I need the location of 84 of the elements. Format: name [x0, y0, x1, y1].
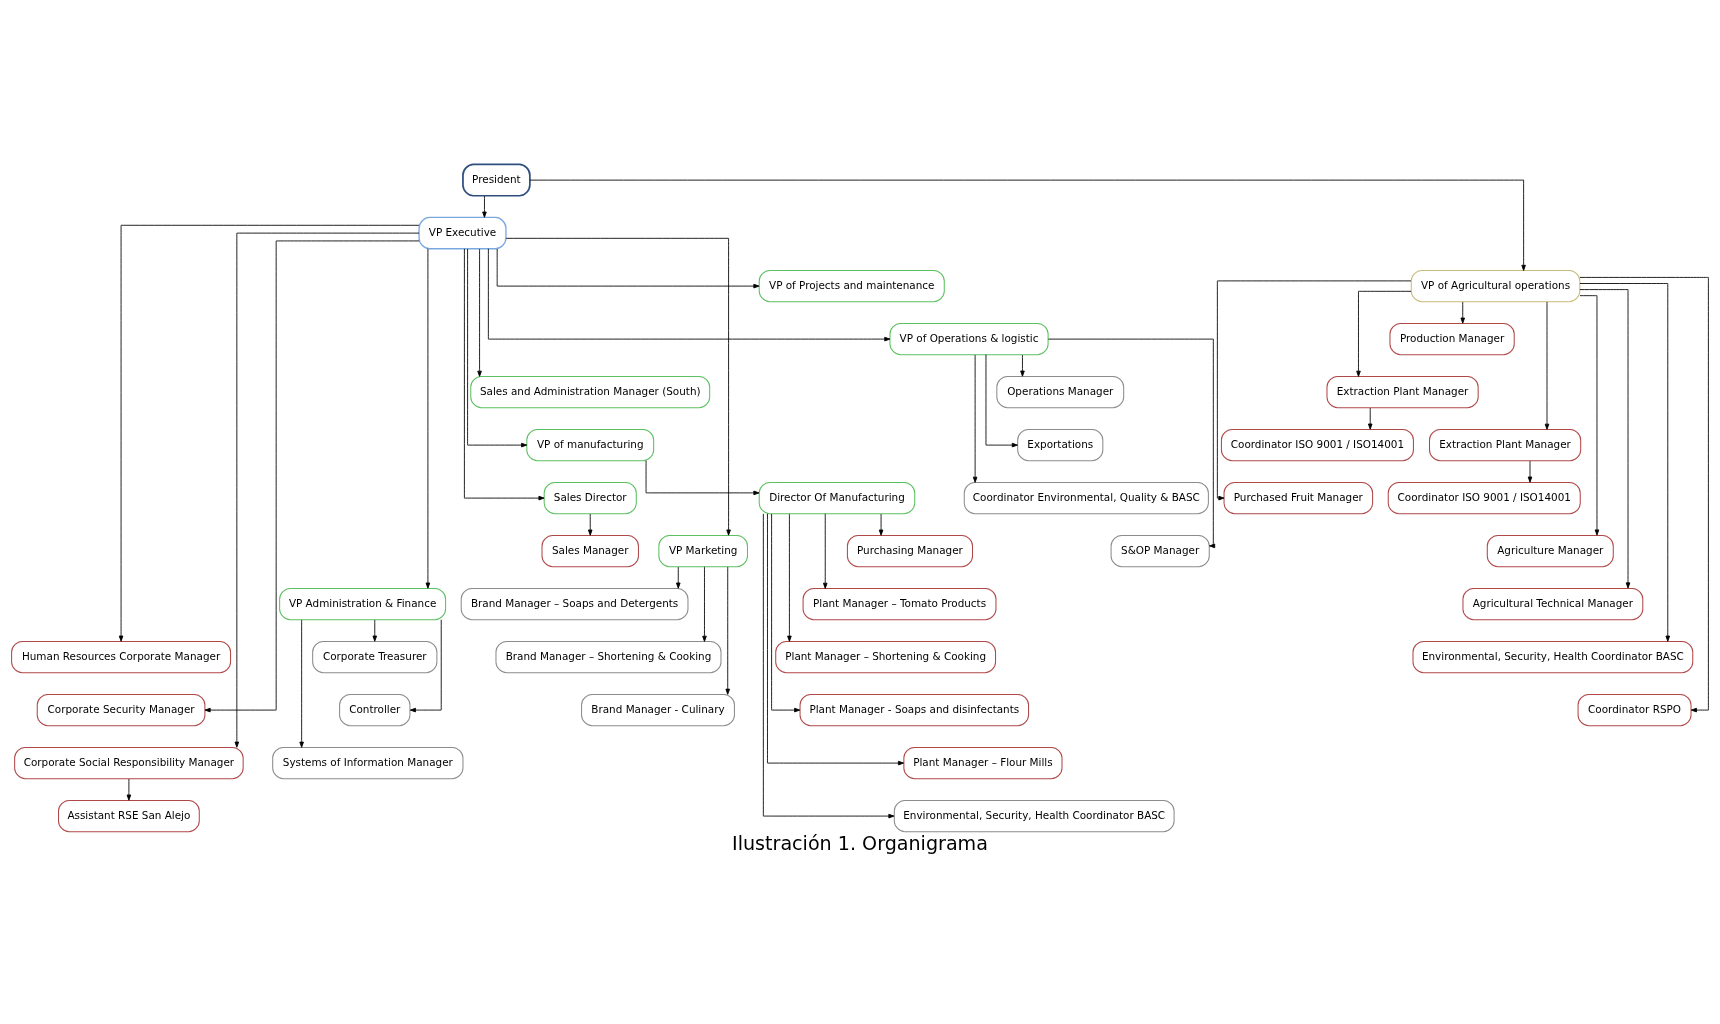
node-box: VP of manufacturing [526, 428, 655, 462]
arrow [972, 354, 978, 483]
arrow [234, 232, 420, 748]
arrow [126, 778, 132, 801]
node-box: Purchased Fruit Manager [1223, 481, 1374, 515]
node-box: VP Executive [418, 216, 507, 250]
arrow [878, 513, 884, 536]
arrow [1460, 301, 1465, 324]
node-box: Environmental, Security, Health Coordinator BASC [1412, 640, 1694, 674]
node-box: Coordinator RSPO [1577, 693, 1692, 727]
arrow [1356, 290, 1412, 377]
node-box: Agriculture Manager [1486, 534, 1614, 568]
arrow [1579, 277, 1709, 713]
arrow [645, 460, 760, 496]
node-box: Coordinator ISO 9001 / ISO14001 [1387, 481, 1581, 515]
arrow [587, 513, 593, 536]
arrow [1047, 338, 1216, 549]
node-box: Corporate Security Manager [36, 693, 206, 727]
arrow [762, 513, 895, 819]
node-box: Brand Manager – Soaps and Detergents [460, 587, 689, 621]
node-box: Human Resources Corporate Manager [11, 640, 232, 674]
node-box: Sales Director [543, 481, 637, 515]
node-box: Extraction Plant Manager [1326, 375, 1479, 409]
node-box: Assistant RSE San Alejo [58, 799, 200, 833]
node-box: Brand Manager - Culinary [581, 693, 735, 727]
node-box: Plant Manager – Tomato Products [802, 587, 997, 621]
arrow [425, 248, 431, 589]
arrow [482, 195, 487, 218]
node-box: VP Administration & Finance [279, 587, 447, 621]
arrow [204, 240, 420, 713]
node-box: Sales and Administration Manager (South) [470, 375, 711, 409]
arrow [299, 619, 304, 748]
node-box: VP of Agricultural operations [1410, 269, 1581, 303]
node-box: Plant Manager – Shortening & Cooking [775, 640, 997, 674]
arrow [676, 566, 681, 589]
arrow [787, 513, 792, 642]
node-box: VP Marketing [658, 534, 748, 568]
arrow [467, 248, 528, 448]
arrow [1544, 301, 1550, 430]
arrow [477, 248, 482, 377]
arrow [487, 248, 891, 342]
arrow [463, 248, 545, 501]
node-box: Plant Manager - Soaps and disinfectants [799, 693, 1030, 727]
arrow [1579, 295, 1600, 536]
arrow [505, 237, 731, 536]
arrow [529, 179, 1526, 271]
node-box: Coordinator ISO 9001 / ISO14001 [1220, 428, 1414, 462]
node-box: Controller [339, 693, 411, 727]
node-box: VP of Operations & logistic [889, 322, 1049, 356]
arrow [725, 566, 730, 695]
node-box: Production Manager [1389, 322, 1515, 356]
arrow [1579, 283, 1671, 642]
arrow [1367, 407, 1373, 430]
node-box: Corporate Treasurer [312, 640, 438, 674]
arrow [409, 619, 442, 713]
node-box: Coordinator Environmental, Quality & BASC [963, 481, 1209, 515]
node-box: Corporate Social Responsibility Manager [14, 746, 244, 780]
arrow [1579, 289, 1631, 589]
node-box: Extraction Plant Manager [1429, 428, 1582, 462]
node-box: Agricultural Technical Manager [1462, 587, 1644, 621]
arrow [1527, 460, 1533, 483]
arrow [702, 566, 707, 642]
arrow [372, 619, 378, 642]
node-box: S&OP Manager [1110, 534, 1210, 568]
node-box: Brand Manager – Shortening & Cooking [495, 640, 722, 674]
node-box: VP of Projects and maintenance [758, 269, 945, 303]
node-box: President [462, 163, 531, 197]
arrow [118, 224, 420, 642]
arrow [771, 513, 801, 713]
arrow [767, 513, 905, 766]
node-box: Director Of Manufacturing [758, 481, 916, 515]
node-box: Sales Manager [541, 534, 639, 568]
node-box: Exportations [1017, 428, 1104, 462]
arrow [1216, 280, 1412, 501]
node-box: Operations Manager [996, 375, 1125, 409]
node-box: Purchasing Manager [846, 534, 974, 568]
arrow [985, 354, 1018, 448]
arrow [823, 513, 828, 589]
caption: Ilustración 1. Organigrama [732, 832, 988, 856]
node-box: Systems of Information Manager [272, 746, 464, 780]
node-box: Environmental, Security, Health Coordinator BASC [893, 799, 1175, 833]
arrow [496, 248, 760, 289]
arrow [1020, 354, 1025, 377]
node-box: Plant Manager – Flour Mills [903, 746, 1063, 780]
